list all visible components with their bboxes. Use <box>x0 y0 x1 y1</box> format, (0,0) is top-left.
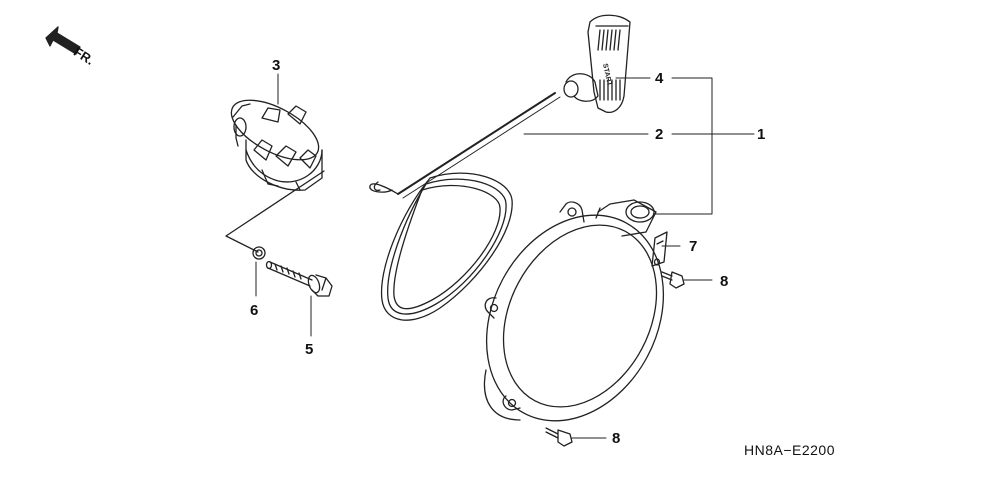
recoil-starter-case <box>483 199 665 422</box>
washer <box>252 246 266 260</box>
rope-guide-clip <box>651 231 668 267</box>
callout-2: 2 <box>655 126 664 143</box>
flange-bolt-large <box>265 260 333 297</box>
flange-bolt-small-upper <box>661 271 685 289</box>
leader-lines <box>255 73 755 439</box>
callout-5: 5 <box>305 341 314 358</box>
diagram-code: HN8A−E2200 <box>744 442 836 458</box>
callout-3: 3 <box>272 57 281 74</box>
callout-8-lower: 8 <box>612 430 621 447</box>
starter-rope <box>369 92 561 321</box>
callout-1: 1 <box>757 126 766 143</box>
flange-bolt-small-lower <box>545 427 573 447</box>
starter-grip <box>563 14 631 114</box>
handle-start-text: START <box>601 63 613 87</box>
starter-pulley <box>230 99 323 191</box>
callout-8-upper: 8 <box>720 273 729 290</box>
callout-7: 7 <box>689 238 698 255</box>
callout-4: 4 <box>655 70 664 87</box>
callout-6: 6 <box>250 302 259 319</box>
front-arrow-icon <box>45 26 81 55</box>
assembly-bracket <box>225 170 325 253</box>
